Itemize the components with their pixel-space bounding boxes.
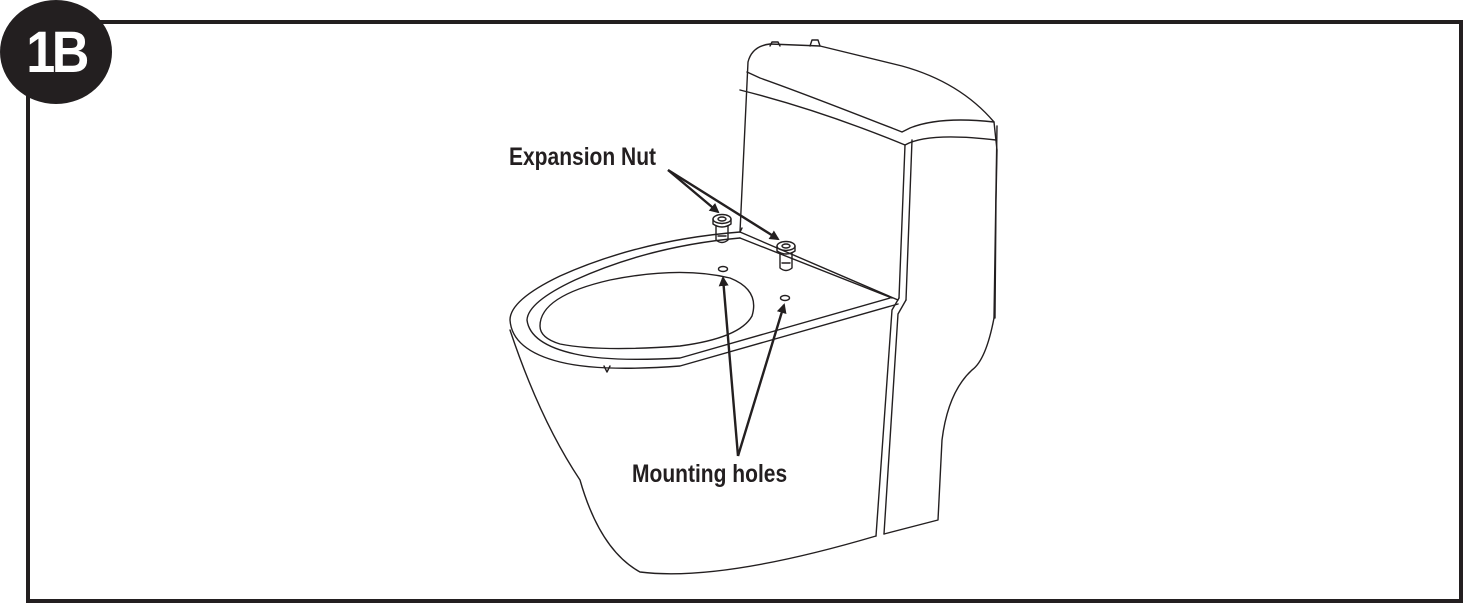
toilet-body-side: [875, 297, 995, 537]
toilet-bowl-front: [509, 329, 877, 575]
mounting-holes-arrow-right: [736, 303, 787, 457]
toilet-tank: [739, 39, 998, 319]
expansion-nut-arrow-left: [667, 169, 720, 214]
toilet-bowl-rim: [509, 231, 899, 369]
expansion-nut-left: [712, 213, 732, 244]
expansion-nut-right: [776, 240, 796, 272]
expansion-nut-arrow-right: [667, 168, 780, 241]
mounting-hole-left: [717, 265, 729, 273]
step-badge: 1B: [0, 0, 112, 104]
mounting-hole-right: [779, 294, 791, 302]
mounting-holes-arrow-left: [718, 276, 740, 457]
callout-expansion-nut: Expansion Nut: [509, 143, 657, 171]
callout-mounting-holes: Mounting holes: [632, 460, 788, 488]
step-label: 1B: [26, 19, 89, 85]
bowl-opening: [539, 271, 755, 350]
diagram-frame: [26, 20, 1463, 603]
